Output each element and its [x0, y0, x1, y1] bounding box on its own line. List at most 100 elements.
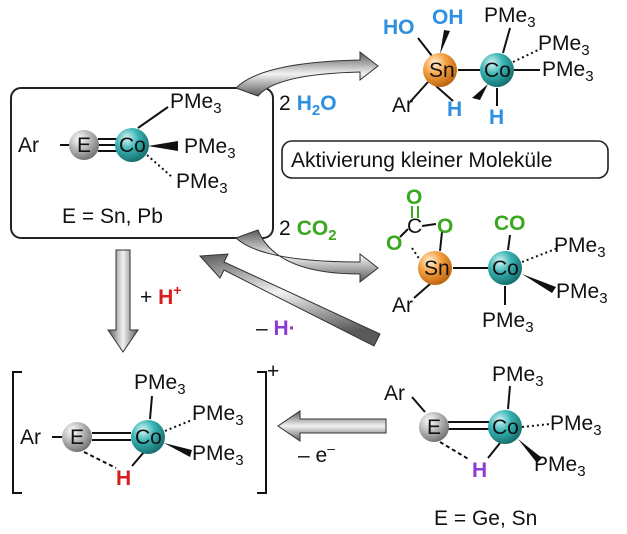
- e-h-dashed: [439, 441, 471, 461]
- c-label: C: [407, 215, 422, 238]
- pme3-1: PMe3: [484, 4, 536, 31]
- tin-label: Sn: [424, 257, 450, 280]
- e-h-dashed: [83, 451, 117, 469]
- start-caption: E = Sn, Pb: [62, 205, 163, 228]
- electron-arrow: [277, 410, 387, 442]
- co-p-wedge: [518, 439, 542, 463]
- start-complex: Ar E Co PMe3 PMe3 PMe3 E = Sn, Pb: [18, 90, 236, 228]
- cobalt-sphere: [480, 53, 514, 87]
- proton-arrow: [107, 249, 139, 353]
- element-label: E: [77, 134, 91, 157]
- ar-label: Ar: [392, 294, 413, 317]
- start-complex-frame: [10, 87, 274, 239]
- co-h-wedge: [472, 84, 488, 100]
- o-left-label: O: [386, 232, 402, 255]
- o-right-label: O: [437, 215, 453, 238]
- c-o-bond-right: [421, 223, 437, 227]
- element-sphere: [69, 130, 99, 160]
- pme3-3: PMe3: [482, 309, 534, 336]
- banner-text: Aktivierung kleiner Moleküle: [291, 149, 552, 172]
- pme3-mid: PMe3: [184, 135, 236, 162]
- sn-h-label: H: [447, 98, 462, 121]
- bridging-h: H: [472, 459, 487, 482]
- cobalt-label: Co: [119, 134, 146, 157]
- banner-frame: [281, 140, 609, 179]
- pme3-3: PMe3: [534, 453, 586, 480]
- o-sn-hash: [411, 247, 421, 261]
- cation-complex: + Ar E Co H PMe3 PMe3 PMe3: [12, 360, 279, 494]
- co-p-hash: [512, 49, 539, 63]
- o-top-label: O: [406, 186, 422, 209]
- cobalt-label: Co: [492, 416, 519, 439]
- co2-product: O C O O Sn Co CO Ar PMe3 PMe3 PMe3: [386, 186, 608, 336]
- cobalt-sphere: [115, 128, 149, 162]
- sn-ar-bond: [413, 283, 431, 299]
- element-sphere: [62, 422, 92, 452]
- sn-h-bond: [435, 85, 454, 102]
- bracket-right: [257, 371, 267, 494]
- proton-label: + H+: [140, 282, 181, 309]
- ar-label: Ar: [384, 382, 405, 405]
- element-sphere: [419, 412, 449, 442]
- pme3-3: PMe3: [192, 442, 244, 469]
- pme3-2: PMe3: [556, 280, 608, 307]
- cobalt-label: Co: [484, 59, 511, 82]
- c-o-bond-left: [399, 228, 409, 238]
- co-p-bond-top: [149, 395, 153, 420]
- ar-label: Ar: [18, 134, 39, 157]
- neutral-hydride: Ar E Co H PMe3 PMe3 PMe3 E = Ge, Sn: [384, 363, 602, 530]
- pme3-2: PMe3: [550, 412, 602, 439]
- element-label: E: [70, 426, 84, 449]
- co-p-hash: [521, 247, 559, 263]
- pme3-top: PMe3: [170, 90, 222, 117]
- ar-label: Ar: [392, 94, 413, 117]
- water-arrow: [235, 50, 379, 97]
- co-p-bond-top: [137, 106, 169, 129]
- tin-label: Sn: [429, 59, 455, 82]
- pme3-2: PMe3: [192, 402, 244, 429]
- ar-label: Ar: [20, 426, 41, 449]
- co2-arrow: [235, 229, 379, 284]
- cation-charge: +: [267, 360, 279, 383]
- pme3-1: PMe3: [492, 363, 544, 390]
- cobalt-label: Co: [492, 257, 519, 280]
- bridging-h: H: [116, 467, 131, 490]
- cobalt-label: Co: [135, 426, 162, 449]
- co-p-wedge: [148, 141, 178, 151]
- sn-oh-bond-left: [417, 37, 433, 57]
- carbonyl-label: CO: [494, 212, 526, 235]
- pme3-1: PMe3: [134, 371, 186, 398]
- ho-label: HO: [383, 16, 415, 39]
- co-co-bond: [507, 234, 511, 251]
- co-p-bond-top: [507, 385, 511, 410]
- cobalt-sphere: [488, 410, 522, 444]
- co-p-hash: [146, 154, 173, 178]
- element-label: E: [427, 416, 441, 439]
- radical-label: – H·: [256, 317, 296, 340]
- co-h-label: H: [489, 106, 504, 129]
- bracket-left: [12, 371, 22, 494]
- sn-ar-bond: [409, 81, 429, 103]
- ar-e-bond: [411, 396, 426, 413]
- radical-arrow: [198, 253, 381, 347]
- tin-sphere: [418, 251, 452, 285]
- water-product: HO OH Sn Co Ar H H PMe3 PMe3 PMe3: [383, 4, 594, 129]
- cobalt-sphere: [131, 420, 165, 454]
- co-p-hash: [164, 419, 193, 432]
- co-p-wedge: [522, 274, 556, 293]
- co-h-bond: [487, 442, 501, 459]
- tin-sphere: [423, 53, 457, 87]
- co-p-wedge: [164, 443, 192, 457]
- o-sn-bond-top: [439, 231, 443, 252]
- co-h-bond: [131, 451, 145, 467]
- cobalt-sphere: [488, 251, 522, 285]
- electron-label: – e–: [298, 440, 335, 467]
- sn-oh-wedge: [440, 30, 450, 54]
- co-p-bond-top: [502, 27, 511, 54]
- pme3-3: PMe3: [542, 58, 594, 85]
- pme3-1: PMe3: [554, 234, 606, 261]
